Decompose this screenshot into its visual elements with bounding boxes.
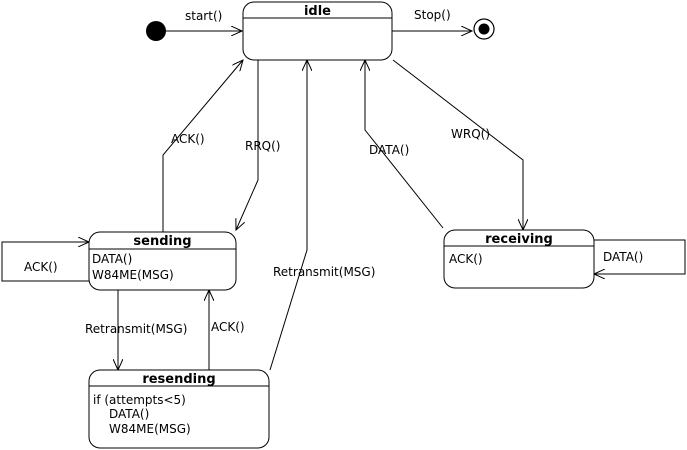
label-ack-to-idle: ACK() — [171, 132, 205, 146]
transition-ack-self — [1, 242, 89, 282]
state-sending-title: sending — [133, 234, 191, 249]
state-idle-title: idle — [304, 4, 331, 19]
label-data-to-idle: DATA() — [369, 143, 409, 157]
label-retransmit-to-idle: Retransmit(MSG) — [273, 265, 375, 279]
label-data-self: DATA() — [603, 250, 643, 264]
state-resending-activity: DATA() — [109, 407, 149, 421]
state-resending: resending if (attempts<5) DATA() W84ME(M… — [88, 369, 270, 449]
label-stop: Stop() — [414, 8, 451, 22]
state-receiving-activity: ACK() — [449, 252, 483, 266]
state-receiving: receiving ACK() — [443, 229, 595, 289]
state-receiving-title: receiving — [485, 232, 553, 247]
final-state — [473, 18, 495, 40]
state-sending-activity: W84ME(MSG) — [92, 268, 174, 282]
transition-data-to-idle — [365, 60, 444, 229]
label-ack-to-sending: ACK() — [211, 320, 245, 334]
transition-data-self — [594, 239, 686, 274]
initial-state-dot — [146, 21, 166, 41]
transition-retransmit-to-idle — [269, 60, 307, 371]
transition-wrq — [392, 59, 523, 230]
label-wrq: WRQ() — [451, 127, 490, 141]
state-idle: idle — [242, 1, 393, 61]
transition-rrq — [236, 60, 259, 230]
state-sending-activity: DATA() — [92, 252, 132, 266]
state-sending: sending DATA() W84ME(MSG) — [88, 231, 237, 291]
transition-ack-to-idle — [162, 60, 243, 232]
label-start: start() — [185, 9, 222, 23]
state-resending-activity: W84ME(MSG) — [109, 422, 191, 436]
label-retransmit-to-resending: Retransmit(MSG) — [85, 322, 187, 336]
label-rrq: RRQ() — [245, 139, 280, 153]
state-resending-title: resending — [142, 372, 215, 387]
label-ack-self: ACK() — [24, 260, 58, 274]
state-resending-condition: if (attempts<5) — [93, 393, 186, 407]
